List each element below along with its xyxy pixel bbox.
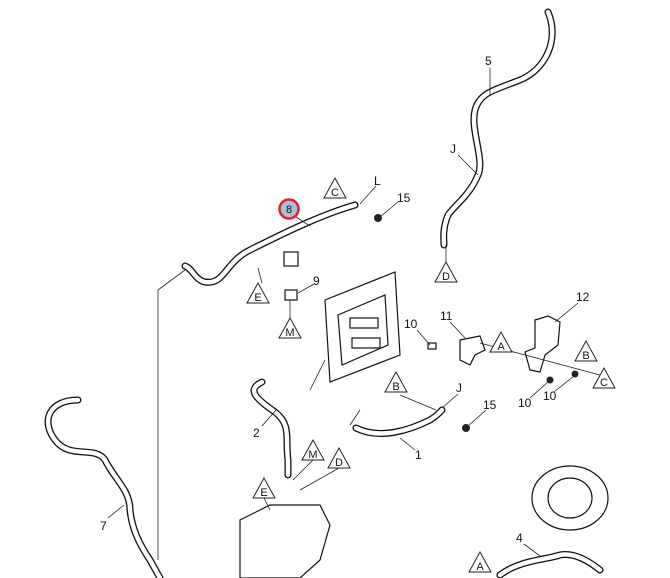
marker-c2[interactable]: C xyxy=(592,366,616,389)
bracket-11[interactable] xyxy=(459,335,486,366)
callout-8-highlighted[interactable]: 8 xyxy=(278,198,300,220)
svg-text:M: M xyxy=(285,327,294,339)
svg-text:E: E xyxy=(254,292,261,304)
fitting xyxy=(283,251,299,267)
svg-text:M: M xyxy=(308,449,317,461)
hose-2[interactable] xyxy=(250,378,292,479)
marker-a1[interactable]: A xyxy=(489,330,513,353)
callout-15a[interactable]: 15 xyxy=(397,191,411,205)
leader-lines xyxy=(107,68,601,560)
marker-m1[interactable]: M xyxy=(278,316,302,339)
svg-text:E: E xyxy=(260,487,267,499)
callout-15b[interactable]: 15 xyxy=(483,398,497,412)
callout-2[interactable]: 2 xyxy=(253,426,260,440)
callout-j-mid[interactable]: J xyxy=(456,381,462,395)
callout-j-top[interactable]: J xyxy=(450,142,456,156)
callout-10a[interactable]: 10 xyxy=(404,317,418,331)
compressor[interactable] xyxy=(531,465,609,531)
svg-text:D: D xyxy=(442,271,450,283)
marker-e2[interactable]: E xyxy=(252,476,276,499)
ecu-module[interactable] xyxy=(324,271,401,383)
bracket-12[interactable] xyxy=(524,315,561,373)
marker-a2[interactable]: A xyxy=(468,550,492,573)
svg-text:A: A xyxy=(476,561,484,573)
callout-9[interactable]: 9 xyxy=(313,274,320,288)
callout-11[interactable]: 11 xyxy=(440,309,453,323)
callout-10c[interactable]: 10 xyxy=(543,389,557,403)
callout-1[interactable]: 1 xyxy=(415,448,422,462)
svg-text:C: C xyxy=(331,187,339,199)
svg-text:A: A xyxy=(497,341,505,353)
svg-text:C: C xyxy=(600,377,608,389)
marker-d2[interactable]: D xyxy=(327,446,351,469)
callout-12[interactable]: 12 xyxy=(576,290,590,304)
callout-5[interactable]: 5 xyxy=(485,54,492,68)
fitting-9 xyxy=(284,289,298,301)
marker-c1[interactable]: C xyxy=(323,176,347,199)
hose-4[interactable] xyxy=(496,550,604,578)
marker-b2[interactable]: B xyxy=(384,370,408,393)
pump-assembly[interactable] xyxy=(239,504,331,578)
hose-7[interactable] xyxy=(44,396,164,578)
hose-8[interactable] xyxy=(181,201,359,286)
hose-5[interactable] xyxy=(440,8,556,249)
svg-text:B: B xyxy=(392,381,399,393)
svg-text:B: B xyxy=(582,350,589,362)
marker-d1[interactable]: D xyxy=(434,260,458,283)
svg-text:D: D xyxy=(335,457,343,469)
callout-7[interactable]: 7 xyxy=(100,519,107,533)
marker-e1[interactable]: E xyxy=(246,281,270,304)
marker-b1[interactable]: B xyxy=(574,339,598,362)
callout-10b[interactable]: 10 xyxy=(518,396,532,410)
hose-1[interactable] xyxy=(352,406,446,437)
callout-4[interactable]: 4 xyxy=(516,531,523,545)
marker-m2[interactable]: M xyxy=(301,438,325,461)
callout-l[interactable]: L xyxy=(374,174,381,188)
svg-text:8: 8 xyxy=(286,204,292,216)
